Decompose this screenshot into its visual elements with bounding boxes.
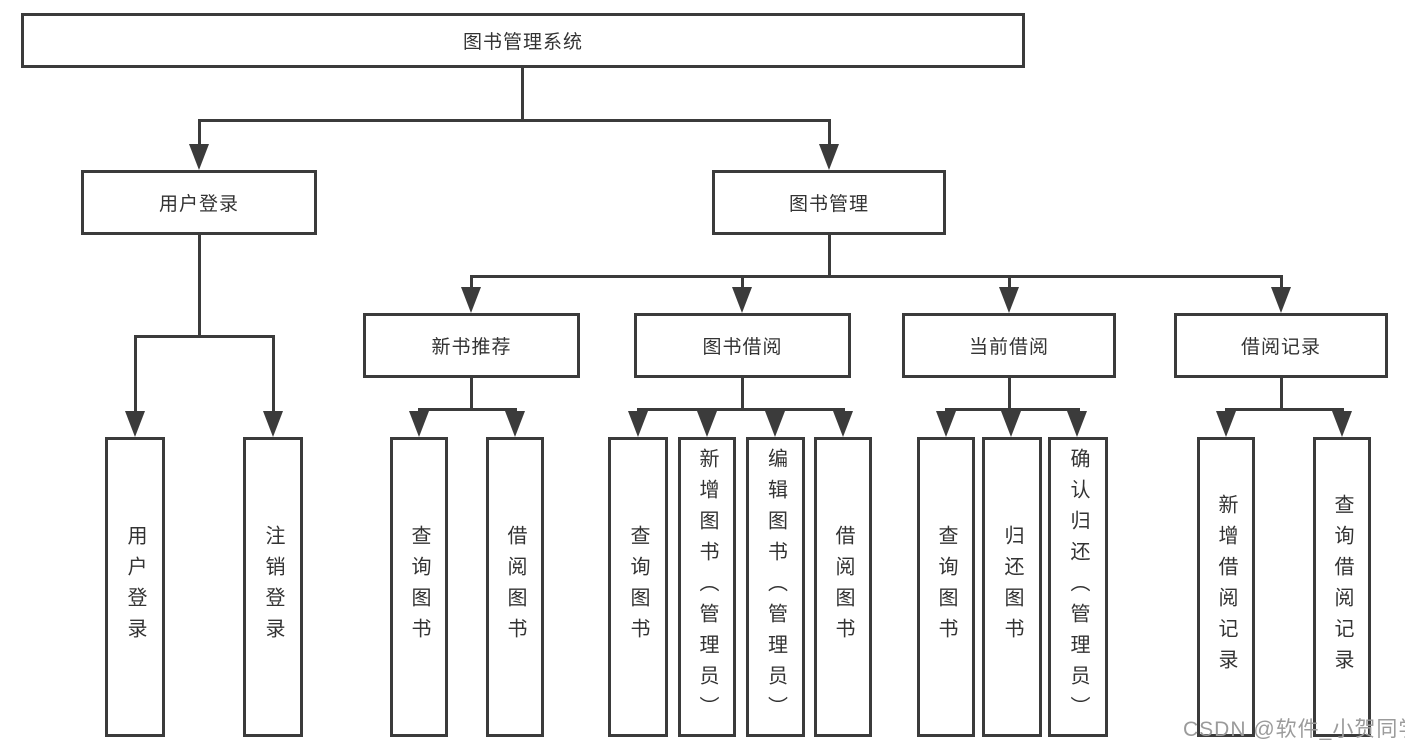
- node-root: 图书管理系统: [21, 13, 1025, 68]
- node-user-login-label: 用户登录: [158, 194, 239, 215]
- node-logout-leaf: 注销登录: [243, 437, 303, 737]
- node-user-login-leaf: 用户登录: [105, 437, 165, 737]
- node-query-books-3-label: 查询图书: [935, 525, 957, 649]
- arrowhead-logout-leaf: [263, 411, 283, 437]
- connector-arrowline-book-management: [828, 119, 831, 148]
- arrowhead-borrow-records: [1271, 287, 1291, 313]
- node-query-borrow-record: 查询借阅记录: [1313, 437, 1371, 737]
- connector-arrowline-book-borrow: [741, 275, 744, 289]
- arrowhead-query-books-1: [409, 411, 429, 437]
- connector-current-borrow-stem: [1008, 378, 1011, 408]
- arrowhead-borrow-books-2: [833, 411, 853, 437]
- connector-root-rail: [198, 119, 831, 122]
- arrowhead-query-record: [1332, 411, 1352, 437]
- arrowhead-add-books: [697, 411, 717, 437]
- node-current-borrow: 当前借阅: [902, 313, 1116, 378]
- node-edit-books-admin: 编辑图书（管理员）: [746, 437, 805, 737]
- csdn-watermark: CSDN @软件_小贺同学: [1183, 718, 1405, 741]
- node-new-book-recommend-label: 新书推荐: [431, 337, 512, 358]
- node-confirm-return-admin-label: 确认归还（管理员）: [1067, 447, 1089, 727]
- node-add-borrow-record-label: 新增借阅记录: [1215, 494, 1237, 680]
- connector-book-borrow-stem: [741, 378, 744, 408]
- arrowhead-book-management: [819, 144, 839, 170]
- node-logout-leaf-label: 注销登录: [262, 525, 284, 649]
- node-query-books-3: 查询图书: [917, 437, 975, 737]
- arrowhead-current-borrow: [999, 287, 1019, 313]
- arrowhead-query-books-2: [628, 411, 648, 437]
- connector-book-borrow-rail: [637, 408, 845, 411]
- node-book-borrow: 图书借阅: [634, 313, 851, 378]
- node-add-books-admin-label: 新增图书（管理员）: [696, 447, 718, 727]
- node-user-login: 用户登录: [81, 170, 317, 235]
- connector-book-management-rail: [470, 275, 1283, 278]
- node-borrow-records: 借阅记录: [1174, 313, 1388, 378]
- arrowhead-query-books-3: [936, 411, 956, 437]
- node-add-borrow-record: 新增借阅记录: [1197, 437, 1255, 737]
- connector-arrowline-borrow-records: [1280, 275, 1283, 289]
- node-book-management-label: 图书管理: [788, 194, 869, 215]
- connector-arrowline-current-borrow: [1008, 275, 1011, 289]
- node-borrow-books-2-label: 借阅图书: [832, 525, 854, 649]
- node-return-books: 归还图书: [982, 437, 1042, 737]
- connector-book-management-stem: [828, 235, 831, 275]
- arrowhead-borrow-books-1: [505, 411, 525, 437]
- node-add-books-admin: 新增图书（管理员）: [678, 437, 736, 737]
- node-query-books-2-label: 查询图书: [627, 525, 649, 649]
- arrowhead-new-book: [461, 287, 481, 313]
- node-query-borrow-record-label: 查询借阅记录: [1331, 494, 1353, 680]
- arrowhead-edit-books: [765, 411, 785, 437]
- connector-root-stem: [521, 68, 524, 121]
- connector-new-book-stem: [470, 378, 473, 408]
- connector-arrowline-user-login: [198, 119, 201, 148]
- connector-new-book-rail: [418, 408, 517, 411]
- arrowhead-book-borrow: [732, 287, 752, 313]
- node-borrow-books-1: 借阅图书: [486, 437, 544, 737]
- node-current-borrow-label: 当前借阅: [968, 337, 1049, 358]
- node-edit-books-admin-label: 编辑图书（管理员）: [764, 447, 787, 727]
- connector-borrow-records-rail: [1225, 408, 1344, 411]
- node-query-books-1-label: 查询图书: [408, 525, 430, 649]
- connector-arrowline-login-leaf: [134, 335, 137, 414]
- connector-arrowline-new-book: [470, 275, 473, 289]
- node-return-books-label: 归还图书: [1001, 525, 1023, 649]
- node-borrow-books-1-label: 借阅图书: [504, 525, 526, 649]
- arrowhead-return-books: [1001, 411, 1021, 437]
- connector-user-login-rail: [134, 335, 275, 338]
- connector-user-login-stem: [198, 235, 201, 335]
- node-query-books-2: 查询图书: [608, 437, 668, 737]
- node-borrow-books-2: 借阅图书: [814, 437, 872, 737]
- connector-borrow-records-stem: [1280, 378, 1283, 408]
- arrowhead-login-leaf: [125, 411, 145, 437]
- node-confirm-return-admin: 确认归还（管理员）: [1048, 437, 1108, 737]
- node-root-label: 图书管理系统: [462, 32, 583, 53]
- node-book-management: 图书管理: [712, 170, 946, 235]
- connector-arrowline-logout-leaf: [272, 335, 275, 414]
- node-book-borrow-label: 图书借阅: [702, 337, 783, 358]
- arrowhead-add-record: [1216, 411, 1236, 437]
- arrowhead-user-login: [189, 144, 209, 170]
- node-borrow-records-label: 借阅记录: [1240, 337, 1321, 358]
- node-new-book-recommend: 新书推荐: [363, 313, 580, 378]
- node-user-login-leaf-label: 用户登录: [124, 525, 146, 649]
- arrowhead-confirm-return: [1067, 411, 1087, 437]
- node-query-books-1: 查询图书: [390, 437, 448, 737]
